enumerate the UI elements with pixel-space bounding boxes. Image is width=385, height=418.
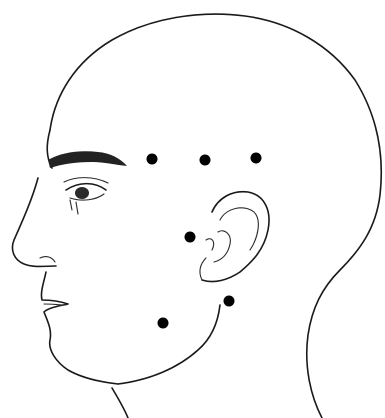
eye-lashes bbox=[70, 200, 78, 214]
ear-lobe bbox=[200, 258, 206, 280]
head-outline bbox=[50, 14, 381, 418]
mouth-chin-outline bbox=[41, 272, 118, 384]
ear-concha bbox=[214, 231, 230, 262]
eye-iris bbox=[75, 187, 89, 199]
point-marker bbox=[185, 232, 196, 243]
nose-outline bbox=[12, 178, 56, 267]
ear-outline bbox=[202, 192, 269, 282]
point-marker bbox=[147, 154, 158, 165]
ear-helix-inner bbox=[220, 208, 258, 250]
eye-crease bbox=[64, 178, 108, 183]
point-marker bbox=[224, 296, 235, 307]
mouth-line bbox=[44, 304, 66, 305]
point-marker bbox=[200, 155, 211, 166]
point-marker bbox=[251, 153, 262, 164]
point-marker bbox=[158, 318, 169, 329]
nostril bbox=[40, 257, 55, 262]
neck-front-outline bbox=[112, 388, 128, 418]
eyebrow bbox=[48, 151, 127, 168]
jaw-outline bbox=[118, 305, 220, 384]
ear-tragus bbox=[206, 239, 214, 250]
